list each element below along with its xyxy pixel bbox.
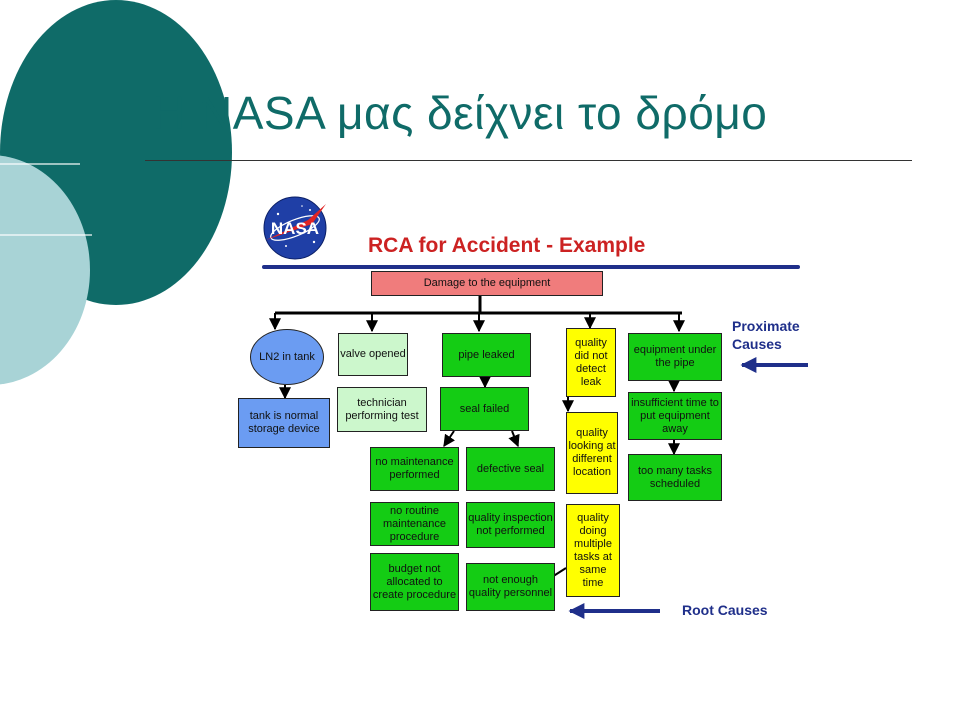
connector: [443, 430, 455, 447]
node-pipe-leaked: pipe leaked: [442, 333, 531, 377]
rca-diagram: NASA RCA for Accident - Example: [230, 190, 810, 620]
node-too-many-tasks: too many tasks scheduled: [628, 454, 722, 501]
connector-lines: [269, 296, 808, 619]
node-quality-looking: quality looking at different location: [566, 412, 618, 494]
node-budget-not-allocated: budget not allocated to create procedure: [370, 553, 459, 611]
node-equipment-under-pipe: equipment under the pipe: [628, 333, 722, 381]
label-proximate-causes: Proximate Causes: [732, 318, 800, 352]
node-no-routine-procedure: no routine maintenance procedure: [370, 502, 459, 546]
rca-title: RCA for Accident - Example: [368, 234, 646, 257]
connector: [508, 430, 520, 448]
slide-title: Η NASA μας δείχνει το δρόμο: [152, 87, 768, 139]
node-quality-inspection: quality inspection not performed: [466, 502, 555, 548]
title-divider: [145, 160, 912, 161]
label-root-causes: Root Causes: [682, 602, 768, 618]
node-insufficient-time: insufficient time to put equipment away: [628, 392, 722, 440]
node-defective-seal: defective seal: [466, 447, 555, 491]
node-quality-multiple-tasks: quality doing multiple tasks at same tim…: [566, 504, 620, 597]
node-seal-failed: seal failed: [440, 387, 529, 431]
nasa-logo-text: NASA: [271, 219, 319, 238]
decor-line: [0, 163, 80, 165]
node-valve-opened: valve opened: [338, 333, 408, 376]
rca-title-underline: [262, 265, 800, 269]
node-quality-not-detect: quality did not detect leak: [566, 328, 616, 397]
node-ln2-in-tank: LN2 in tank: [250, 329, 324, 385]
node-not-enough-personnel: not enough quality personnel: [466, 563, 555, 611]
node-no-maintenance: no maintenance performed: [370, 447, 459, 491]
node-technician-test: technician performing test: [337, 387, 427, 432]
node-tank-normal-storage: tank is normal storage device: [238, 398, 330, 448]
nasa-logo-icon: NASA: [263, 196, 327, 260]
node-damage-equipment: Damage to the equipment: [371, 271, 603, 296]
decor-line: [0, 234, 92, 236]
